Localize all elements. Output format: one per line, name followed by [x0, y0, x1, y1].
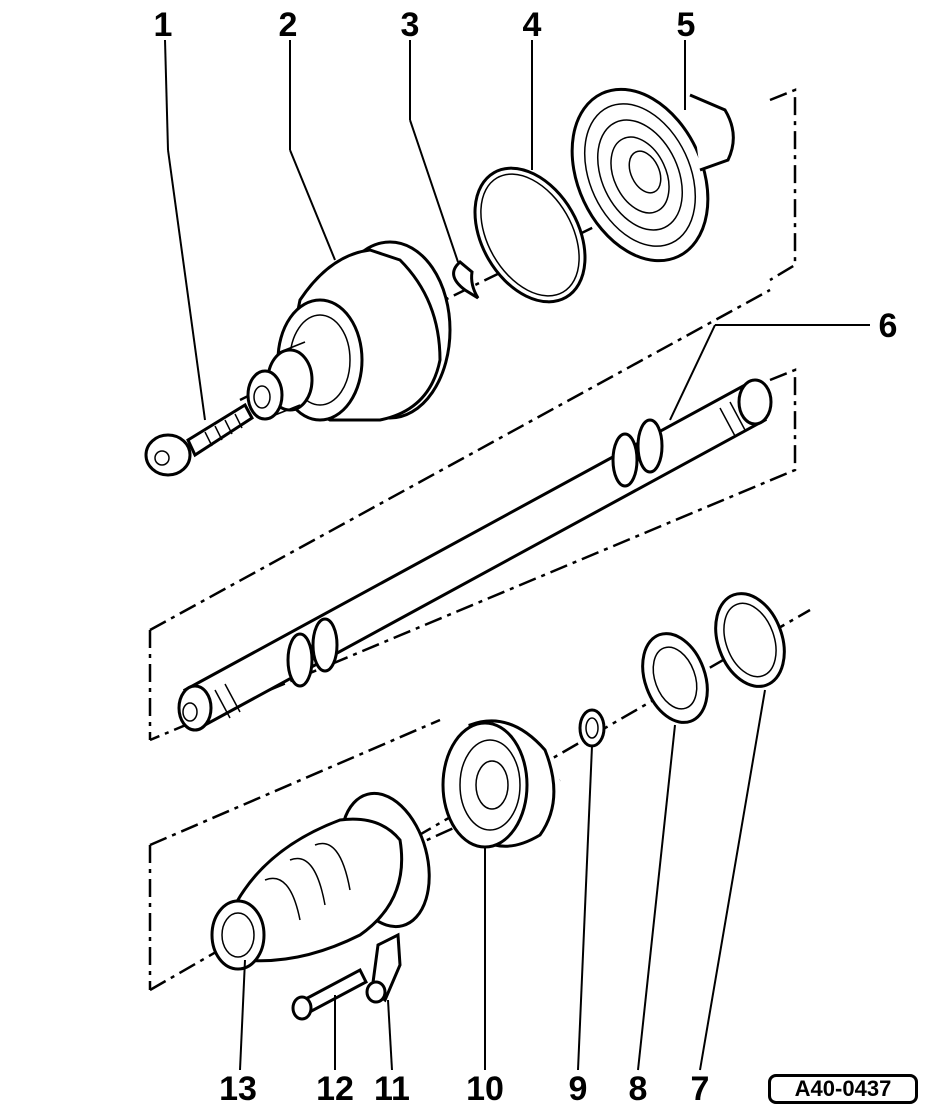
outer-boot-part	[570, 87, 735, 263]
inner-boot-part	[210, 791, 431, 971]
callout-9: 9	[569, 1070, 588, 1108]
callout-2: 2	[279, 6, 298, 44]
callout-3: 3	[401, 6, 420, 44]
dished-washer-part	[578, 708, 606, 748]
callout-10: 10	[466, 1070, 504, 1108]
clamp-bolt-part	[291, 967, 368, 1021]
o-ring-part	[473, 166, 587, 304]
circlip-part	[452, 260, 480, 300]
callout-7: 7	[691, 1070, 710, 1108]
inner-cv-joint-part	[441, 719, 556, 849]
callout-11: 11	[374, 1070, 410, 1108]
gasket-part	[641, 632, 709, 724]
callout-5: 5	[677, 6, 696, 44]
callout-12: 12	[316, 1070, 354, 1108]
reference-code: A40-0437	[768, 1074, 918, 1104]
callout-6: 6	[879, 307, 898, 345]
callout-8: 8	[629, 1070, 648, 1108]
callout-4: 4	[523, 6, 542, 44]
outer-cv-joint-part	[246, 240, 452, 422]
bolt-part	[144, 402, 254, 477]
drive-shaft-part	[177, 378, 773, 732]
clamp-part	[365, 932, 402, 1004]
callout-13: 13	[219, 1070, 257, 1108]
cover-plate-part	[714, 592, 786, 688]
leader-lines	[164, 39, 870, 1071]
guide-frame-upper	[148, 88, 797, 742]
callout-1: 1	[154, 6, 173, 44]
